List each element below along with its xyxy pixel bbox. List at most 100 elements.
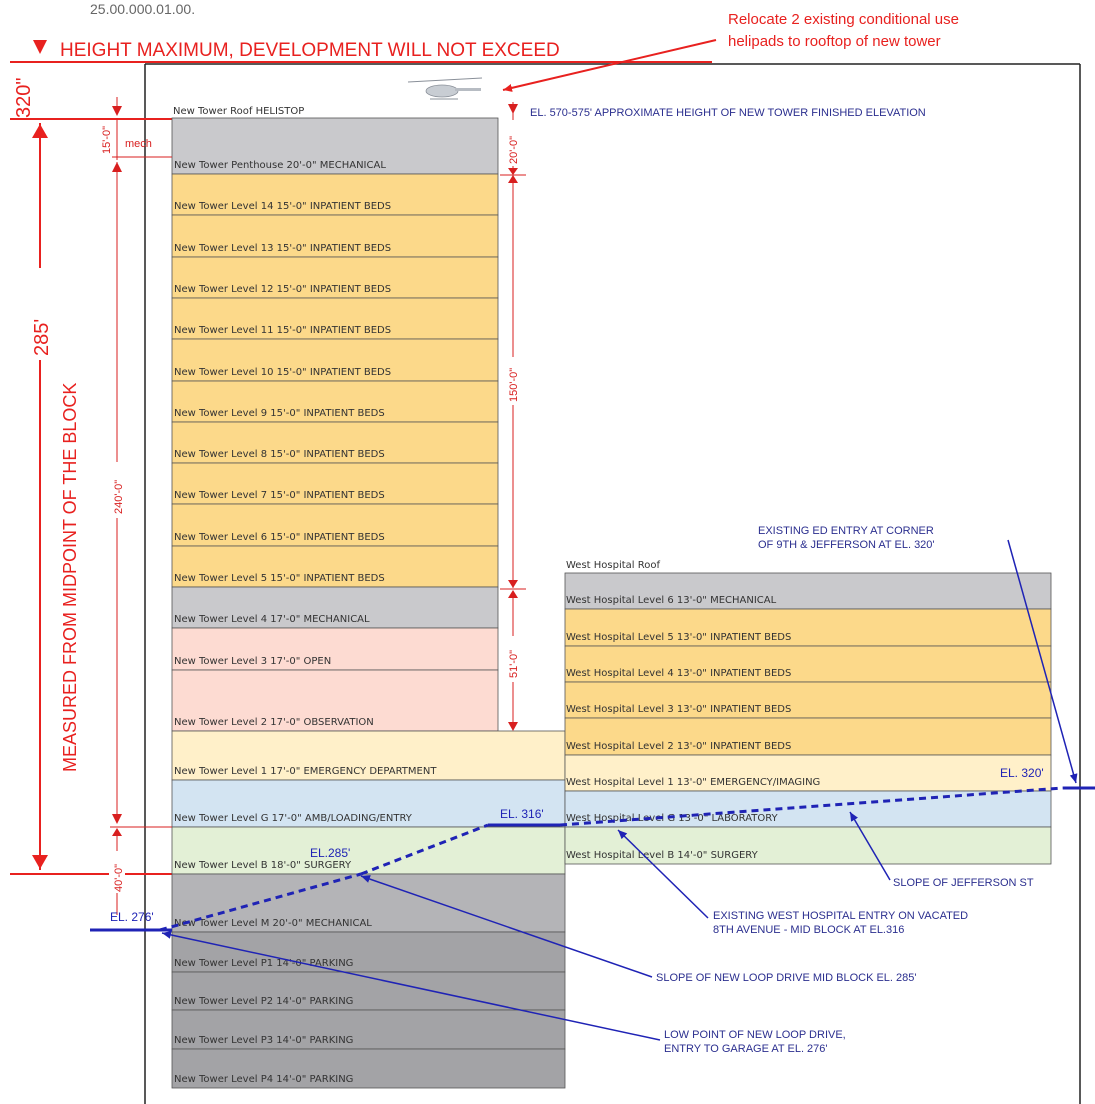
loop-drive-slope-line-upper (360, 823, 489, 876)
el-320-label: EL. 320' (1000, 766, 1044, 780)
dim-mech-label: mech (125, 138, 152, 150)
note-low-point-leader (161, 930, 661, 1041)
dim-240-bottom-arrow-icon (112, 814, 122, 824)
tower-floor-band-0 (171, 117, 499, 175)
tower-floor-label-11: New Tower Level 4 17'-0" MECHANICAL (174, 614, 370, 625)
tower-floor-label-0: New Tower Penthouse 20'-0" MECHANICAL (174, 160, 386, 171)
note-low-point-line1: LOW POINT OF NEW LOOP DRIVE, (664, 1029, 846, 1041)
west-floor-band-6 (564, 790, 1052, 828)
new-tower-podium-floors: New Tower Level 1 17'-0" EMERGENCY DEPAR… (171, 730, 566, 875)
dim-150-label: 150'-0" (508, 368, 520, 402)
note-west-entry-line1: EXISTING WEST HOSPITAL ENTRY ON VACATED (713, 910, 968, 922)
dim-40-mask (109, 851, 125, 893)
note-slope-loop-leader (360, 875, 653, 978)
below-floor-band-0 (171, 873, 566, 933)
cropped-top-text: 25.00.000.01.00. (90, 1, 195, 17)
west-floor-label-1: West Hospital Level 5 13'-0" INPATIENT B… (566, 632, 791, 643)
dim-51-mask (505, 636, 521, 682)
tower-floor-label-9: New Tower Level 6 15'-0" INPATIENT BEDS (174, 532, 385, 543)
dim-20-label: 20'-0" (508, 136, 520, 164)
west-floor-label-5: West Hospital Level 1 13'-0" EMERGENCY/I… (566, 777, 820, 788)
tower-floor-band-1 (171, 173, 499, 216)
jefferson-slope-line (559, 786, 1064, 827)
note-slope-jefferson: SLOPE OF JEFFERSON ST (893, 877, 1034, 889)
podium-floor-band-2 (171, 826, 566, 875)
dim-285-label: 285' (31, 319, 53, 356)
below-floor-band-1 (171, 931, 566, 973)
below-floor-label-2: New Tower Level P2 14'-0" PARKING (174, 996, 353, 1007)
west-floor-band-1 (564, 608, 1052, 647)
el-tower-note: EL. 570-575' APPROXIMATE HEIGHT OF NEW T… (530, 107, 926, 119)
tower-floor-label-5: New Tower Level 10 15'-0" INPATIENT BEDS (174, 367, 391, 378)
note-existing-ed-line2: OF 9TH & JEFFERSON AT EL. 320' (758, 539, 935, 551)
tower-floor-label-10: New Tower Level 5 15'-0" INPATIENT BEDS (174, 573, 385, 584)
west-floor-label-6: West Hospital Level G 13'-0" LABORATORY (566, 813, 779, 824)
dim-240-top-arrow-icon (112, 162, 122, 172)
below-floor-label-1: New Tower Level P1 14'-0" PARKING (174, 958, 353, 969)
west-floor-label-7: West Hospital Level B 14'-0" SURGERY (566, 850, 759, 861)
tower-floor-band-7 (171, 421, 499, 464)
el-285-label: EL.285' (310, 846, 350, 860)
below-floor-label-0: New Tower Level M 20'-0" MECHANICAL (174, 918, 372, 929)
dim-150-bottom-arrow-icon (508, 580, 518, 588)
dim-150-top-arrow-icon (508, 175, 518, 183)
height-max-label: HEIGHT MAXIMUM, DEVELOPMENT WILL NOT EXC… (60, 40, 560, 61)
dim-20-top-arrow-icon (508, 104, 518, 114)
dim-15-arrow-icon (112, 106, 122, 116)
dim-320-label: 320" (13, 78, 35, 118)
dim-51-bottom-arrow-icon (508, 722, 518, 731)
dim-240-mask (109, 462, 125, 518)
relocate-note-line1: Relocate 2 existing conditional use (728, 11, 959, 28)
note-low-point-line2: ENTRY TO GARAGE AT EL. 276' (664, 1043, 828, 1055)
note-west-entry-line2: 8TH AVENUE - MID BLOCK AT EL.316 (713, 924, 904, 936)
note-slope-jefferson-leader (849, 811, 891, 881)
measured-from-midpoint-label: MEASURED FROM MIDPOINT OF THE BLOCK (60, 383, 80, 772)
new-tower-below-grade-floors: New Tower Level M 20'-0" MECHANICAL New T… (171, 873, 566, 1089)
below-floor-label-3: New Tower Level P3 14'-0" PARKING (174, 1035, 353, 1046)
dim-285-top-arrow-icon (32, 124, 48, 138)
dim-40-label: 40'-0" (113, 864, 125, 892)
podium-floor-label-2: New Tower Level B 18'-0" SURGERY (174, 860, 352, 871)
podium-floor-label-0: New Tower Level 1 17'-0" EMERGENCY DEPAR… (174, 766, 437, 777)
relocate-arrow (502, 39, 717, 92)
note-existing-ed-line1: EXISTING ED ENTRY AT CORNER (758, 525, 934, 537)
tower-floor-band-6 (171, 380, 499, 423)
tower-floor-label-3: New Tower Level 12 15'-0" INPATIENT BEDS (174, 284, 391, 295)
below-floor-label-4: New Tower Level P4 14'-0" PARKING (174, 1074, 353, 1085)
west-floor-label-4: West Hospital Level 2 13'-0" INPATIENT B… (566, 741, 791, 752)
west-floor-band-5 (564, 754, 1052, 792)
tower-floor-band-3 (171, 256, 499, 299)
tower-floor-label-1: New Tower Level 14 15'-0" INPATIENT BEDS (174, 201, 391, 212)
el-316-label: EL. 316' (500, 807, 544, 821)
dim-150-mask (505, 357, 521, 405)
el-276-label: EL. 276' (110, 910, 154, 924)
loop-drive-slope-line-lower (159, 872, 362, 932)
tower-floor-label-13: New Tower Level 2 17'-0" OBSERVATION (174, 717, 374, 728)
tower-floor-label-2: New Tower Level 13 15'-0" INPATIENT BEDS (174, 243, 391, 254)
dim-285-mask (27, 268, 53, 360)
below-floor-band-2 (171, 971, 566, 1011)
tower-floor-label-8: New Tower Level 7 15'-0" INPATIENT BEDS (174, 490, 385, 501)
dim-15-label: 15'-0" (101, 126, 113, 154)
podium-floor-label-1: New Tower Level G 17'-0" AMB/LOADING/ENT… (174, 813, 413, 824)
dim-240-label: 240'-0" (113, 480, 125, 514)
west-roof-label: West Hospital Roof (566, 560, 660, 571)
note-slope-loop: SLOPE OF NEW LOOP DRIVE MID BLOCK EL. 28… (656, 972, 916, 984)
helicopter-icon (407, 77, 483, 100)
tower-floor-band-11 (171, 586, 499, 629)
note-west-entry-leader (617, 829, 709, 919)
west-floor-band-2 (564, 645, 1052, 683)
note-existing-ed-leader (1007, 539, 1078, 784)
tower-floor-band-9 (171, 503, 499, 547)
below-floor-band-4 (171, 1048, 566, 1089)
tower-floor-band-2 (171, 214, 499, 258)
new-tower-floors: New Tower Penthouse 20'-0" MECHANICAL New… (171, 117, 499, 732)
west-floor-label-3: West Hospital Level 3 13'-0" INPATIENT B… (566, 704, 791, 715)
tower-floor-label-6: New Tower Level 9 15'-0" INPATIENT BEDS (174, 408, 385, 419)
west-floor-band-0 (564, 572, 1052, 610)
tower-floor-label-12: New Tower Level 3 17'-0" OPEN (174, 656, 331, 667)
west-floor-label-0: West Hospital Level 6 13'-0" MECHANICAL (566, 595, 777, 606)
dim-20-bottom-arrow-icon (508, 168, 518, 175)
